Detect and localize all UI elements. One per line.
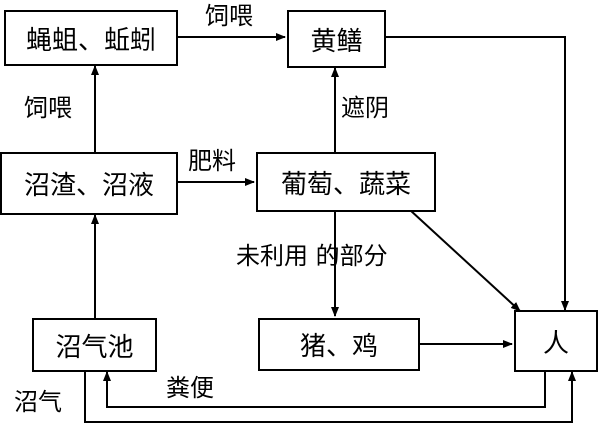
node-biogas-pool: 沼气池 [32, 318, 157, 372]
node-residue-slurry: 沼渣、沼液 [0, 152, 178, 215]
arrow-human-to-pool-manure [103, 371, 546, 408]
label-feed-left: 饲喂 [24, 94, 72, 122]
label-unused-part: 未利用 的部分 [236, 242, 388, 270]
node-eel: 黄鳝 [287, 10, 386, 68]
label-shade: 遮阴 [341, 94, 389, 122]
label-manure: 粪便 [166, 374, 214, 402]
label-feed-top: 饲喂 [205, 2, 253, 30]
label-fertilizer: 肥料 [188, 147, 236, 175]
node-grape-vegetables: 葡萄、蔬菜 [256, 152, 436, 212]
node-flies-earthworms: 蝇蛆、蚯蚓 [4, 10, 178, 66]
label-biogas: 沼气 [14, 388, 62, 416]
arrow-grape-to-human [409, 209, 521, 312]
node-human: 人 [514, 310, 598, 372]
arrow-pool-to-human-biogas [84, 371, 576, 423]
arrow-eel-to-human [386, 36, 569, 311]
node-pig-chicken: 猪、鸡 [258, 318, 420, 371]
